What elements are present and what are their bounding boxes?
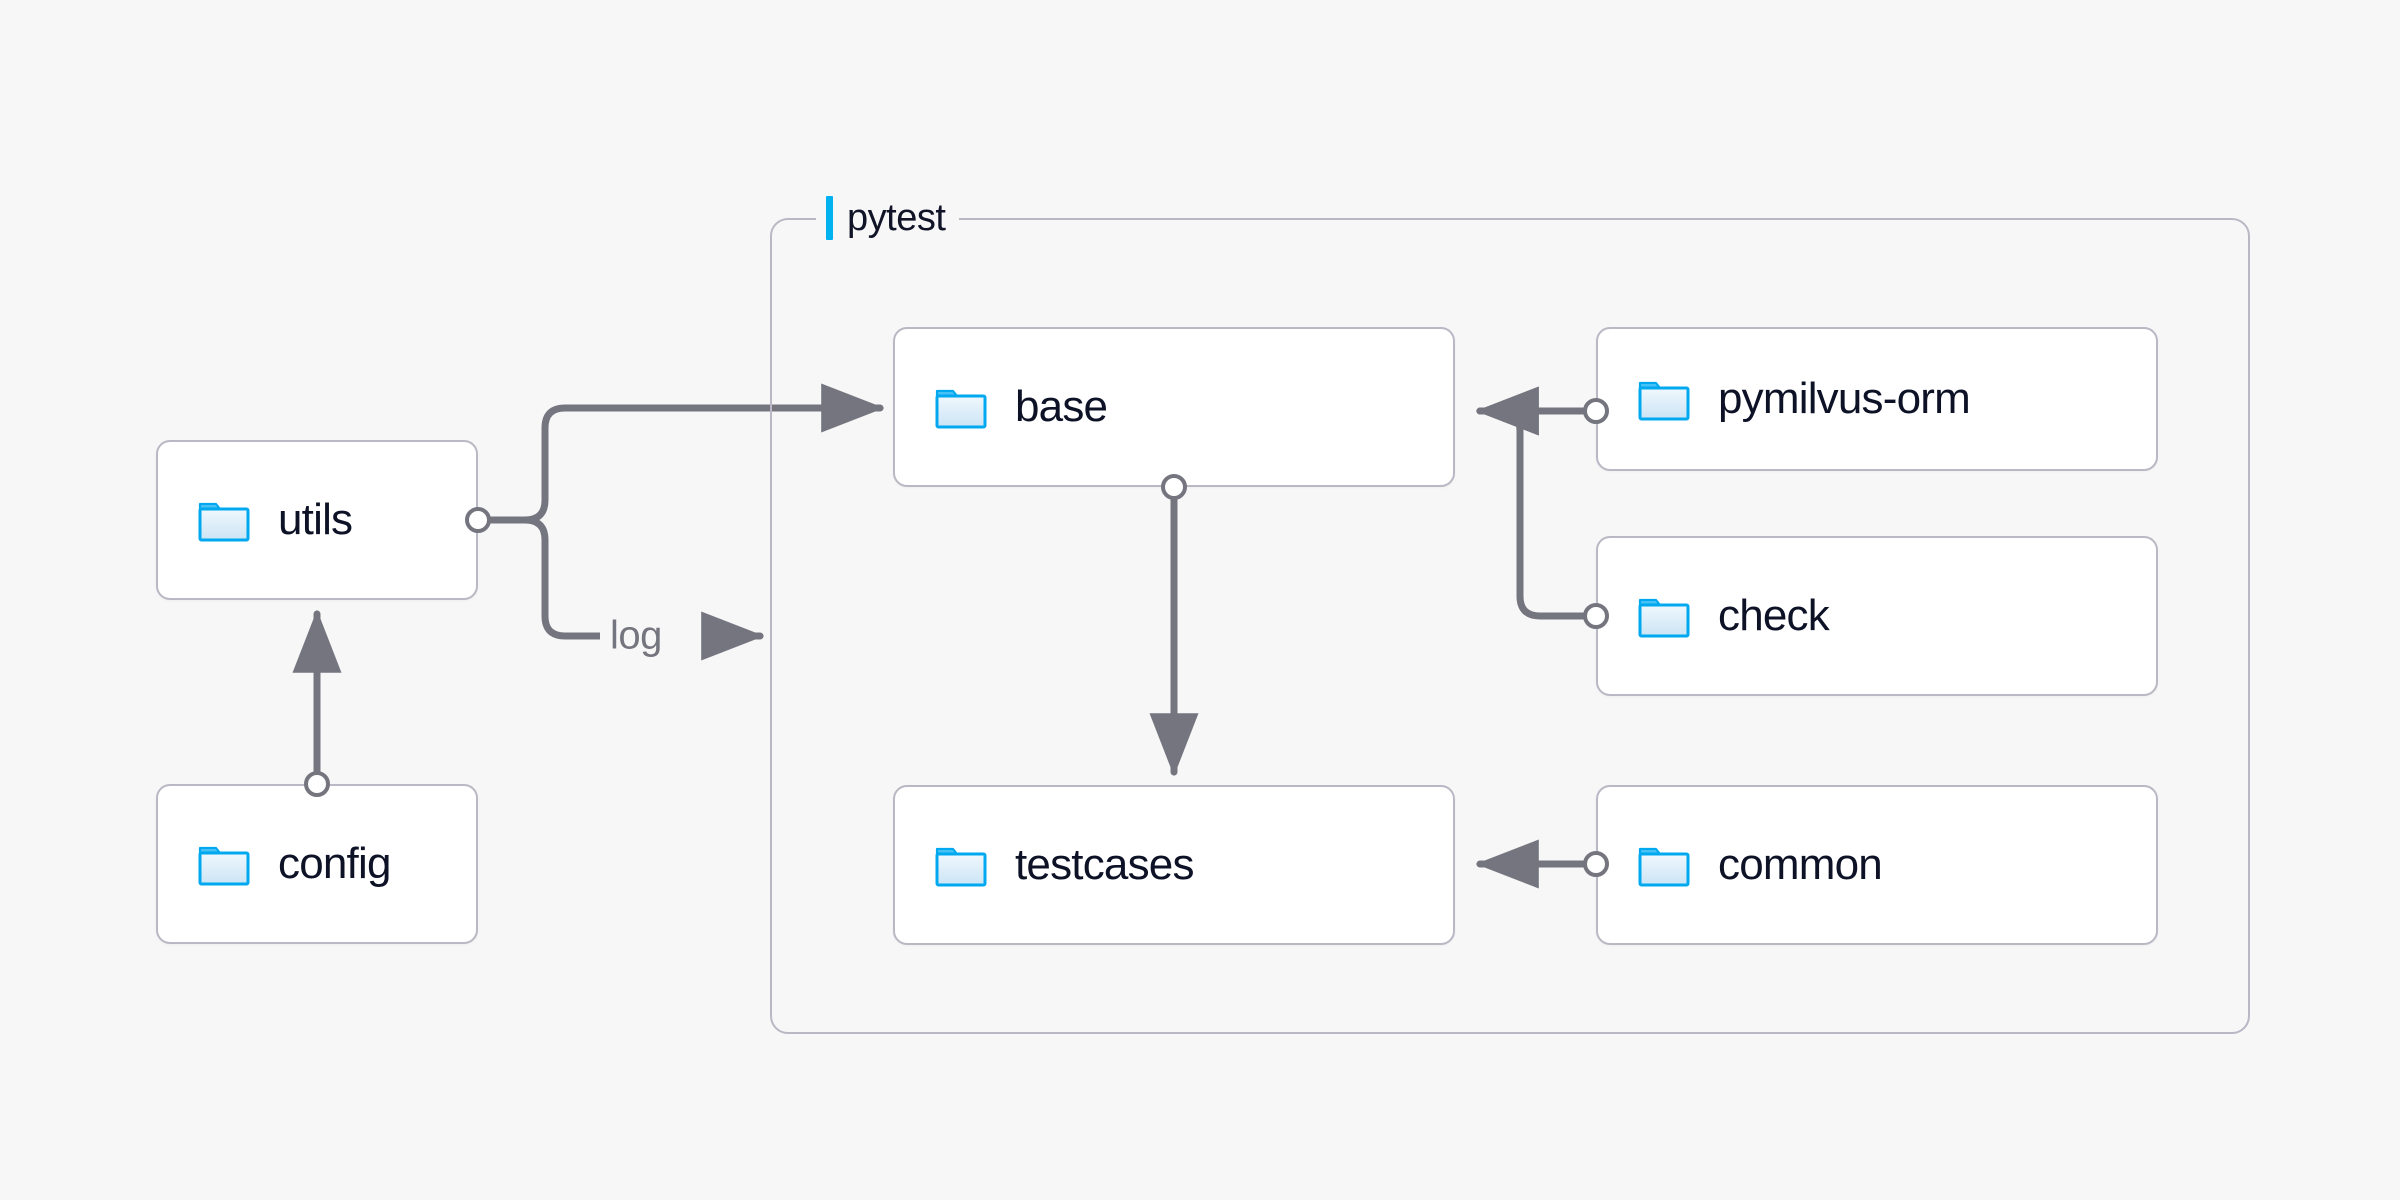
group-title: pytest bbox=[847, 196, 946, 239]
utils-right-port[interactable] bbox=[465, 507, 491, 533]
node-label-base: base bbox=[1015, 382, 1108, 431]
folder-icon bbox=[935, 847, 987, 887]
folder-icon bbox=[935, 389, 987, 429]
node-base[interactable]: base bbox=[893, 327, 1455, 487]
node-label-utils: utils bbox=[278, 495, 353, 544]
config-top-port[interactable] bbox=[304, 771, 330, 797]
node-label-common: common bbox=[1718, 840, 1883, 889]
node-utils[interactable]: utils bbox=[156, 440, 478, 600]
group-label-pytest[interactable]: pytest bbox=[816, 192, 960, 244]
edge-label-log: log bbox=[600, 613, 672, 659]
node-label-pymilvus-orm: pymilvus-orm bbox=[1718, 374, 1971, 423]
check-left-port[interactable] bbox=[1583, 603, 1609, 629]
node-common[interactable]: common bbox=[1596, 785, 2158, 945]
folder-icon bbox=[198, 846, 250, 886]
base-bottom-port[interactable] bbox=[1161, 474, 1187, 500]
group-accent-bar bbox=[826, 196, 833, 240]
folder-icon bbox=[198, 502, 250, 542]
folder-icon bbox=[1638, 598, 1690, 638]
node-label-testcases: testcases bbox=[1015, 840, 1194, 889]
folder-icon bbox=[1638, 847, 1690, 887]
pymilvus-orm-left-port[interactable] bbox=[1583, 398, 1609, 424]
node-config[interactable]: config bbox=[156, 784, 478, 944]
node-check[interactable]: check bbox=[1596, 536, 2158, 696]
edge-utils-to-log bbox=[487, 516, 604, 640]
folder-icon bbox=[1638, 381, 1690, 421]
group-container-pytest[interactable] bbox=[770, 218, 2250, 1034]
node-pymilvus-orm[interactable]: pymilvus-orm bbox=[1596, 327, 2158, 471]
node-label-check: check bbox=[1718, 591, 1830, 640]
common-left-port[interactable] bbox=[1583, 851, 1609, 877]
node-testcases[interactable]: testcases bbox=[893, 785, 1455, 945]
node-label-config: config bbox=[278, 839, 391, 888]
